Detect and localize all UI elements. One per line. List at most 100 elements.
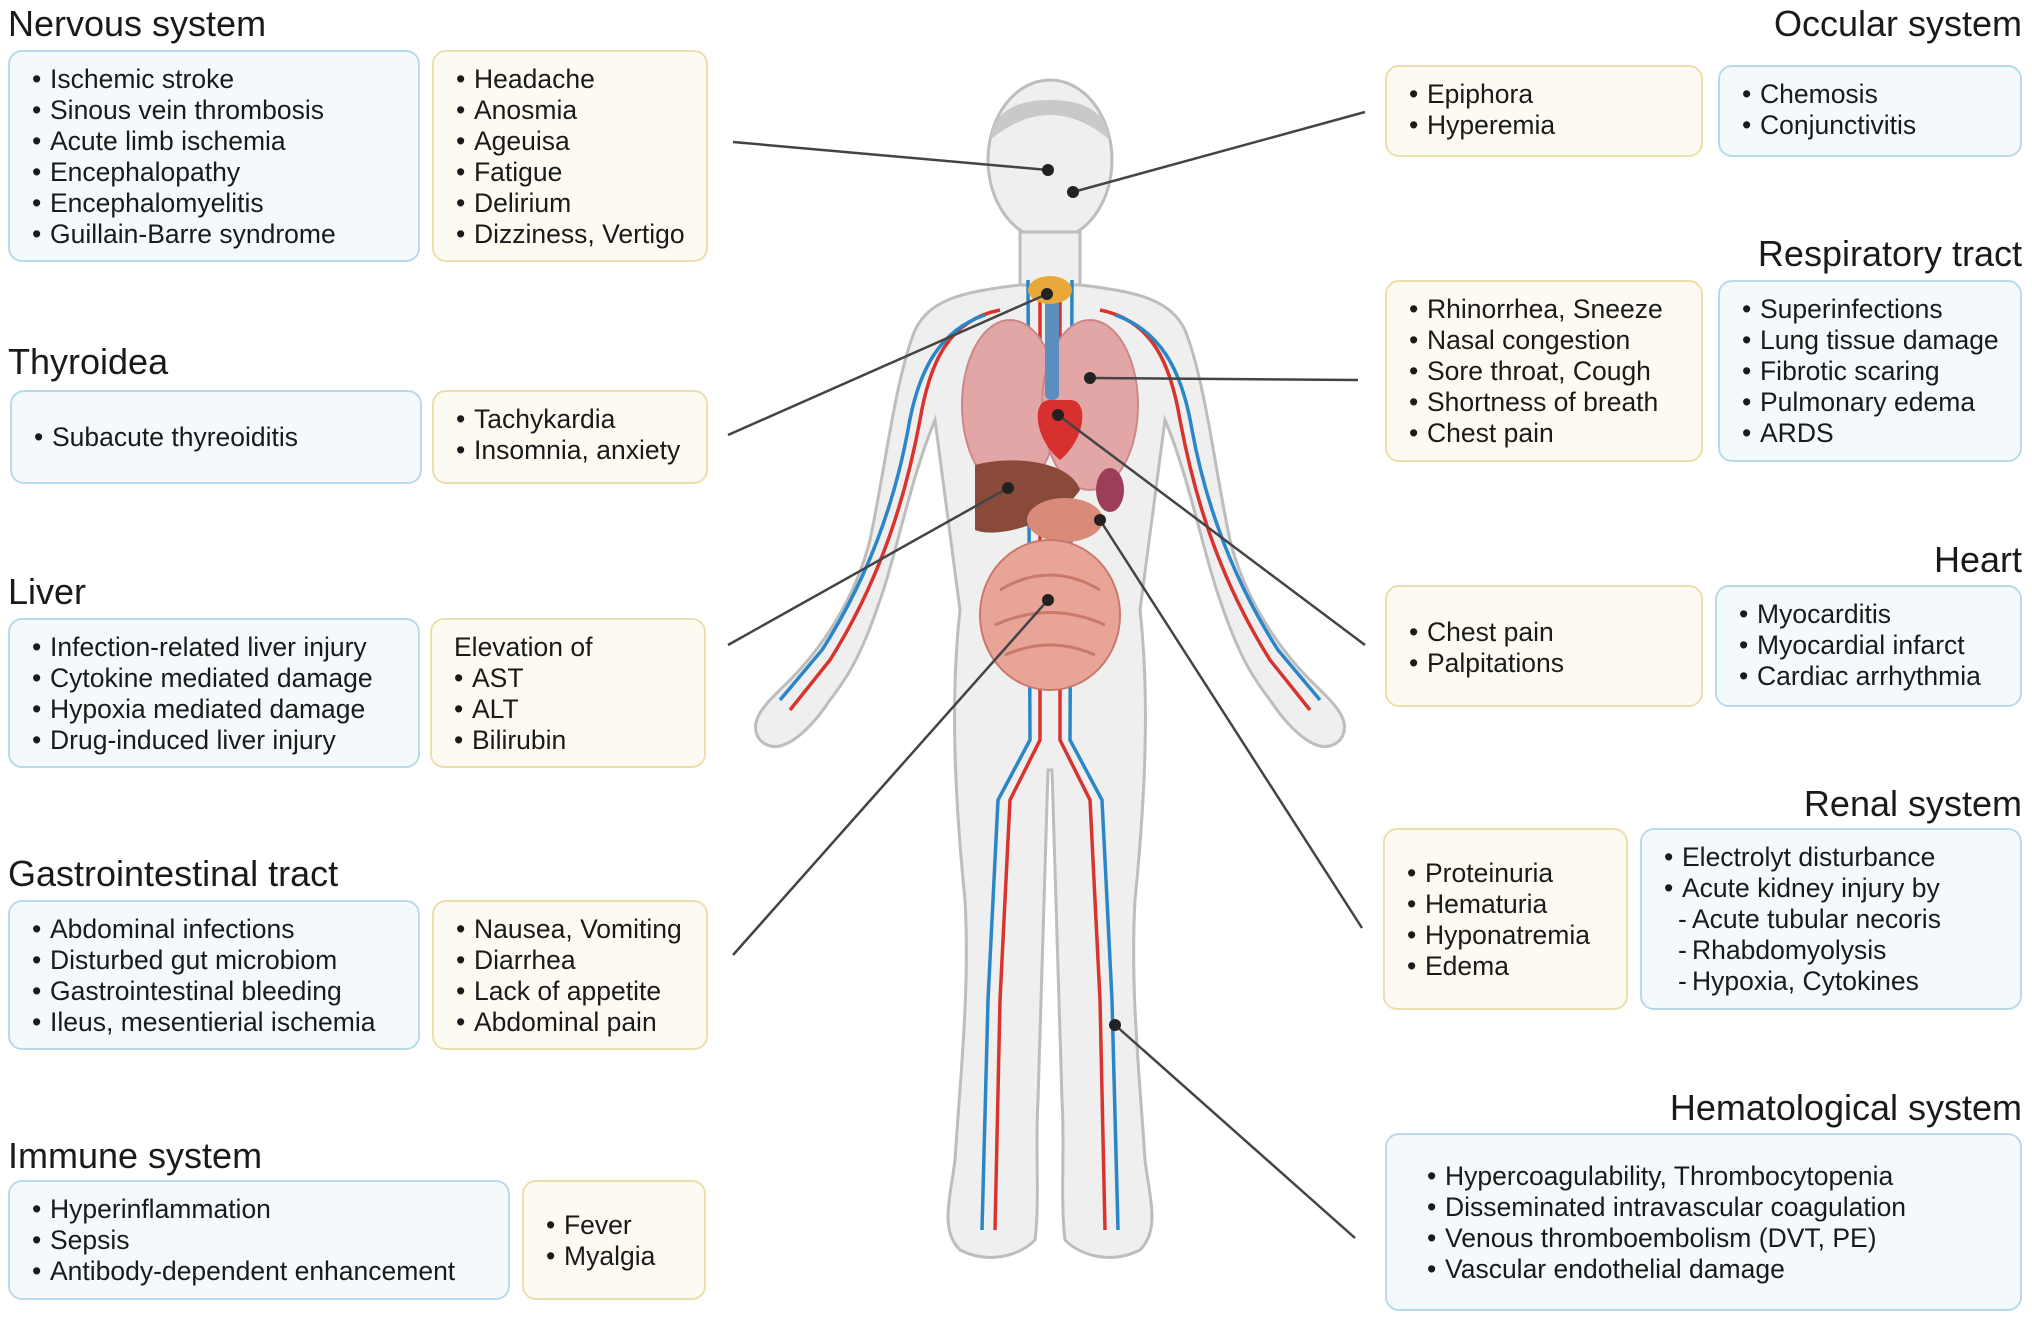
section-title-hematological: Hematological system [1669,1087,2022,1128]
list-item: Infection-related liver injury [32,632,404,663]
list-item: Gastrointestinal bleeding [32,976,404,1007]
immune-clinical-box: HyperinflammationSepsisAntibody-dependen… [8,1180,510,1300]
section-title-gi: Gastrointestinal tract [8,853,339,894]
list-item: Shortness of breath [1409,387,1687,418]
liver-clinical-box: Infection-related liver injuryCytokine m… [8,618,420,768]
section-title-ocular: Occular system [1773,3,2022,44]
list-item: Conjunctivitis [1742,110,2006,141]
list-item: Sepsis [32,1225,494,1256]
list-item: Pulmonary edema [1742,387,2006,418]
section-title-renal: Renal system [1803,783,2022,824]
section-title-immune: Immune system [8,1135,263,1176]
renal-clinical-box: Electrolyt disturbanceAcute kidney injur… [1640,828,2022,1010]
list-item: Hematuria [1407,889,1612,920]
section-title-heart: Heart [1933,539,2022,580]
list-item: Hypoxia mediated damage [32,694,404,725]
list-item: Palpitations [1409,648,1687,679]
list-item: ALT [454,694,690,725]
list-item: Chest pain [1409,617,1687,648]
nervous-clinical-box: Ischemic strokeSinous vein thrombosisAcu… [8,50,420,262]
ocular-symptoms-box: EpiphoraHyperemia [1385,65,1703,157]
liver-lab-box: Elevation of ASTALTBilirubin [430,618,706,768]
organs [961,276,1139,691]
nervous-symptoms-box: HeadacheAnosmiaAgeuisaFatigueDeliriumDiz… [432,50,708,262]
list-item: Chemosis [1742,79,2006,110]
list-item: Disturbed gut microbiom [32,945,404,976]
list-item: Fatigue [456,157,692,188]
list-item: Drug-induced liver injury [32,725,404,756]
list-item: Encephalomyelitis [32,188,404,219]
connector-dots [1002,164,1121,1031]
list-item: Hyperemia [1409,110,1687,141]
list-item: Lack of appetite [456,976,692,1007]
list-item: Antibody-dependent enhancement [32,1256,494,1287]
section-title-respiratory: Respiratory tract [1757,233,2022,274]
list-item: Fibrotic scaring [1742,356,2006,387]
list-item: Vascular endothelial damage [1427,1254,2006,1285]
list-item: Fever [546,1210,690,1241]
list-item: Hyperinflammation [32,1194,494,1225]
list-item: Dizziness, Vertigo [456,219,692,250]
list-item: Lung tissue damage [1742,325,2006,356]
list-item: Acute limb ischemia [32,126,404,157]
list-item: Tachykardia [456,404,692,435]
list-item: Sore throat, Cough [1409,356,1687,387]
list-subitem: Rhabdomyolysis [1664,935,2006,966]
list-item: Rhinorrhea, Sneeze [1409,294,1687,325]
hematological-clinical-box: Hypercoagulability, ThrombocytopeniaDiss… [1385,1133,2022,1311]
list-item: Electrolyt disturbance [1664,842,2006,873]
list-item: ARDS [1742,418,2006,449]
list-item: AST [454,663,690,694]
list-item: Subacute thyreoiditis [34,422,406,453]
list-item: Myalgia [546,1241,690,1272]
respiratory-symptoms-box: Rhinorrhea, SneezeNasal congestionSore t… [1385,280,1703,462]
list-item: Myocardial infarct [1739,630,2006,661]
respiratory-clinical-box: SuperinfectionsLung tissue damageFibroti… [1718,280,2022,462]
list-item: Superinfections [1742,294,2006,325]
list-item: Diarrhea [456,945,692,976]
thyroidea-symptoms-box: TachykardiaInsomnia, anxiety [432,390,708,484]
list-item: Bilirubin [454,725,690,756]
gi-symptoms-box: Nausea, VomitingDiarrheaLack of appetite… [432,900,708,1050]
section-title-liver: Liver [8,571,87,612]
list-item: Headache [456,64,692,95]
list-item: Cardiac arrhythmia [1739,661,2006,692]
list-item: Hyponatremia [1407,920,1612,951]
list-item: Delirium [456,188,692,219]
ocular-clinical-box: ChemosisConjunctivitis [1718,65,2022,157]
list-item: Insomnia, anxiety [456,435,692,466]
section-title-nervous: Nervous system [8,3,267,44]
connector-lines [727,110,1366,1239]
list-item: Epiphora [1409,79,1687,110]
list-item: Ileus, mesentierial ischemia [32,1007,404,1038]
list-item: Guillain-Barre syndrome [32,219,404,250]
thyroidea-clinical-box: Subacute thyreoiditis [10,390,422,484]
list-item: Chest pain [1409,418,1687,449]
immune-symptoms-box: FeverMyalgia [522,1180,706,1300]
gi-clinical-box: Abdominal infectionsDisturbed gut microb… [8,900,420,1050]
list-item: Sinous vein thrombosis [32,95,404,126]
list-subitem: Hypoxia, Cytokines [1664,966,2006,997]
list-item: Nausea, Vomiting [456,914,692,945]
heart-clinical-box: MyocarditisMyocardial infarctCardiac arr… [1715,585,2022,707]
section-title-thyroidea: Thyroidea [8,341,169,382]
list-item: Hypercoagulability, Thrombocytopenia [1427,1161,2006,1192]
list-item: Myocarditis [1739,599,2006,630]
list-item: Abdominal infections [32,914,404,945]
list-item: Acute kidney injury by [1664,873,2006,904]
heart-symptoms-box: Chest painPalpitations [1385,585,1703,707]
list-item: Proteinuria [1407,858,1612,889]
liver-lab-intro: Elevation of [454,632,593,662]
list-item: Ischemic stroke [32,64,404,95]
list-item: Ageuisa [456,126,692,157]
list-item: Venous thromboembolism (DVT, PE) [1427,1223,2006,1254]
renal-symptoms-box: ProteinuriaHematuriaHyponatremiaEdema [1383,828,1628,1010]
list-item: Encephalopathy [32,157,404,188]
list-subitem: Acute tubular necoris [1664,904,2006,935]
list-item: Abdominal pain [456,1007,692,1038]
list-item: Cytokine mediated damage [32,663,404,694]
list-item: Disseminated intravascular coagulation [1427,1192,2006,1223]
list-item: Edema [1407,951,1612,982]
list-item: Anosmia [456,95,692,126]
